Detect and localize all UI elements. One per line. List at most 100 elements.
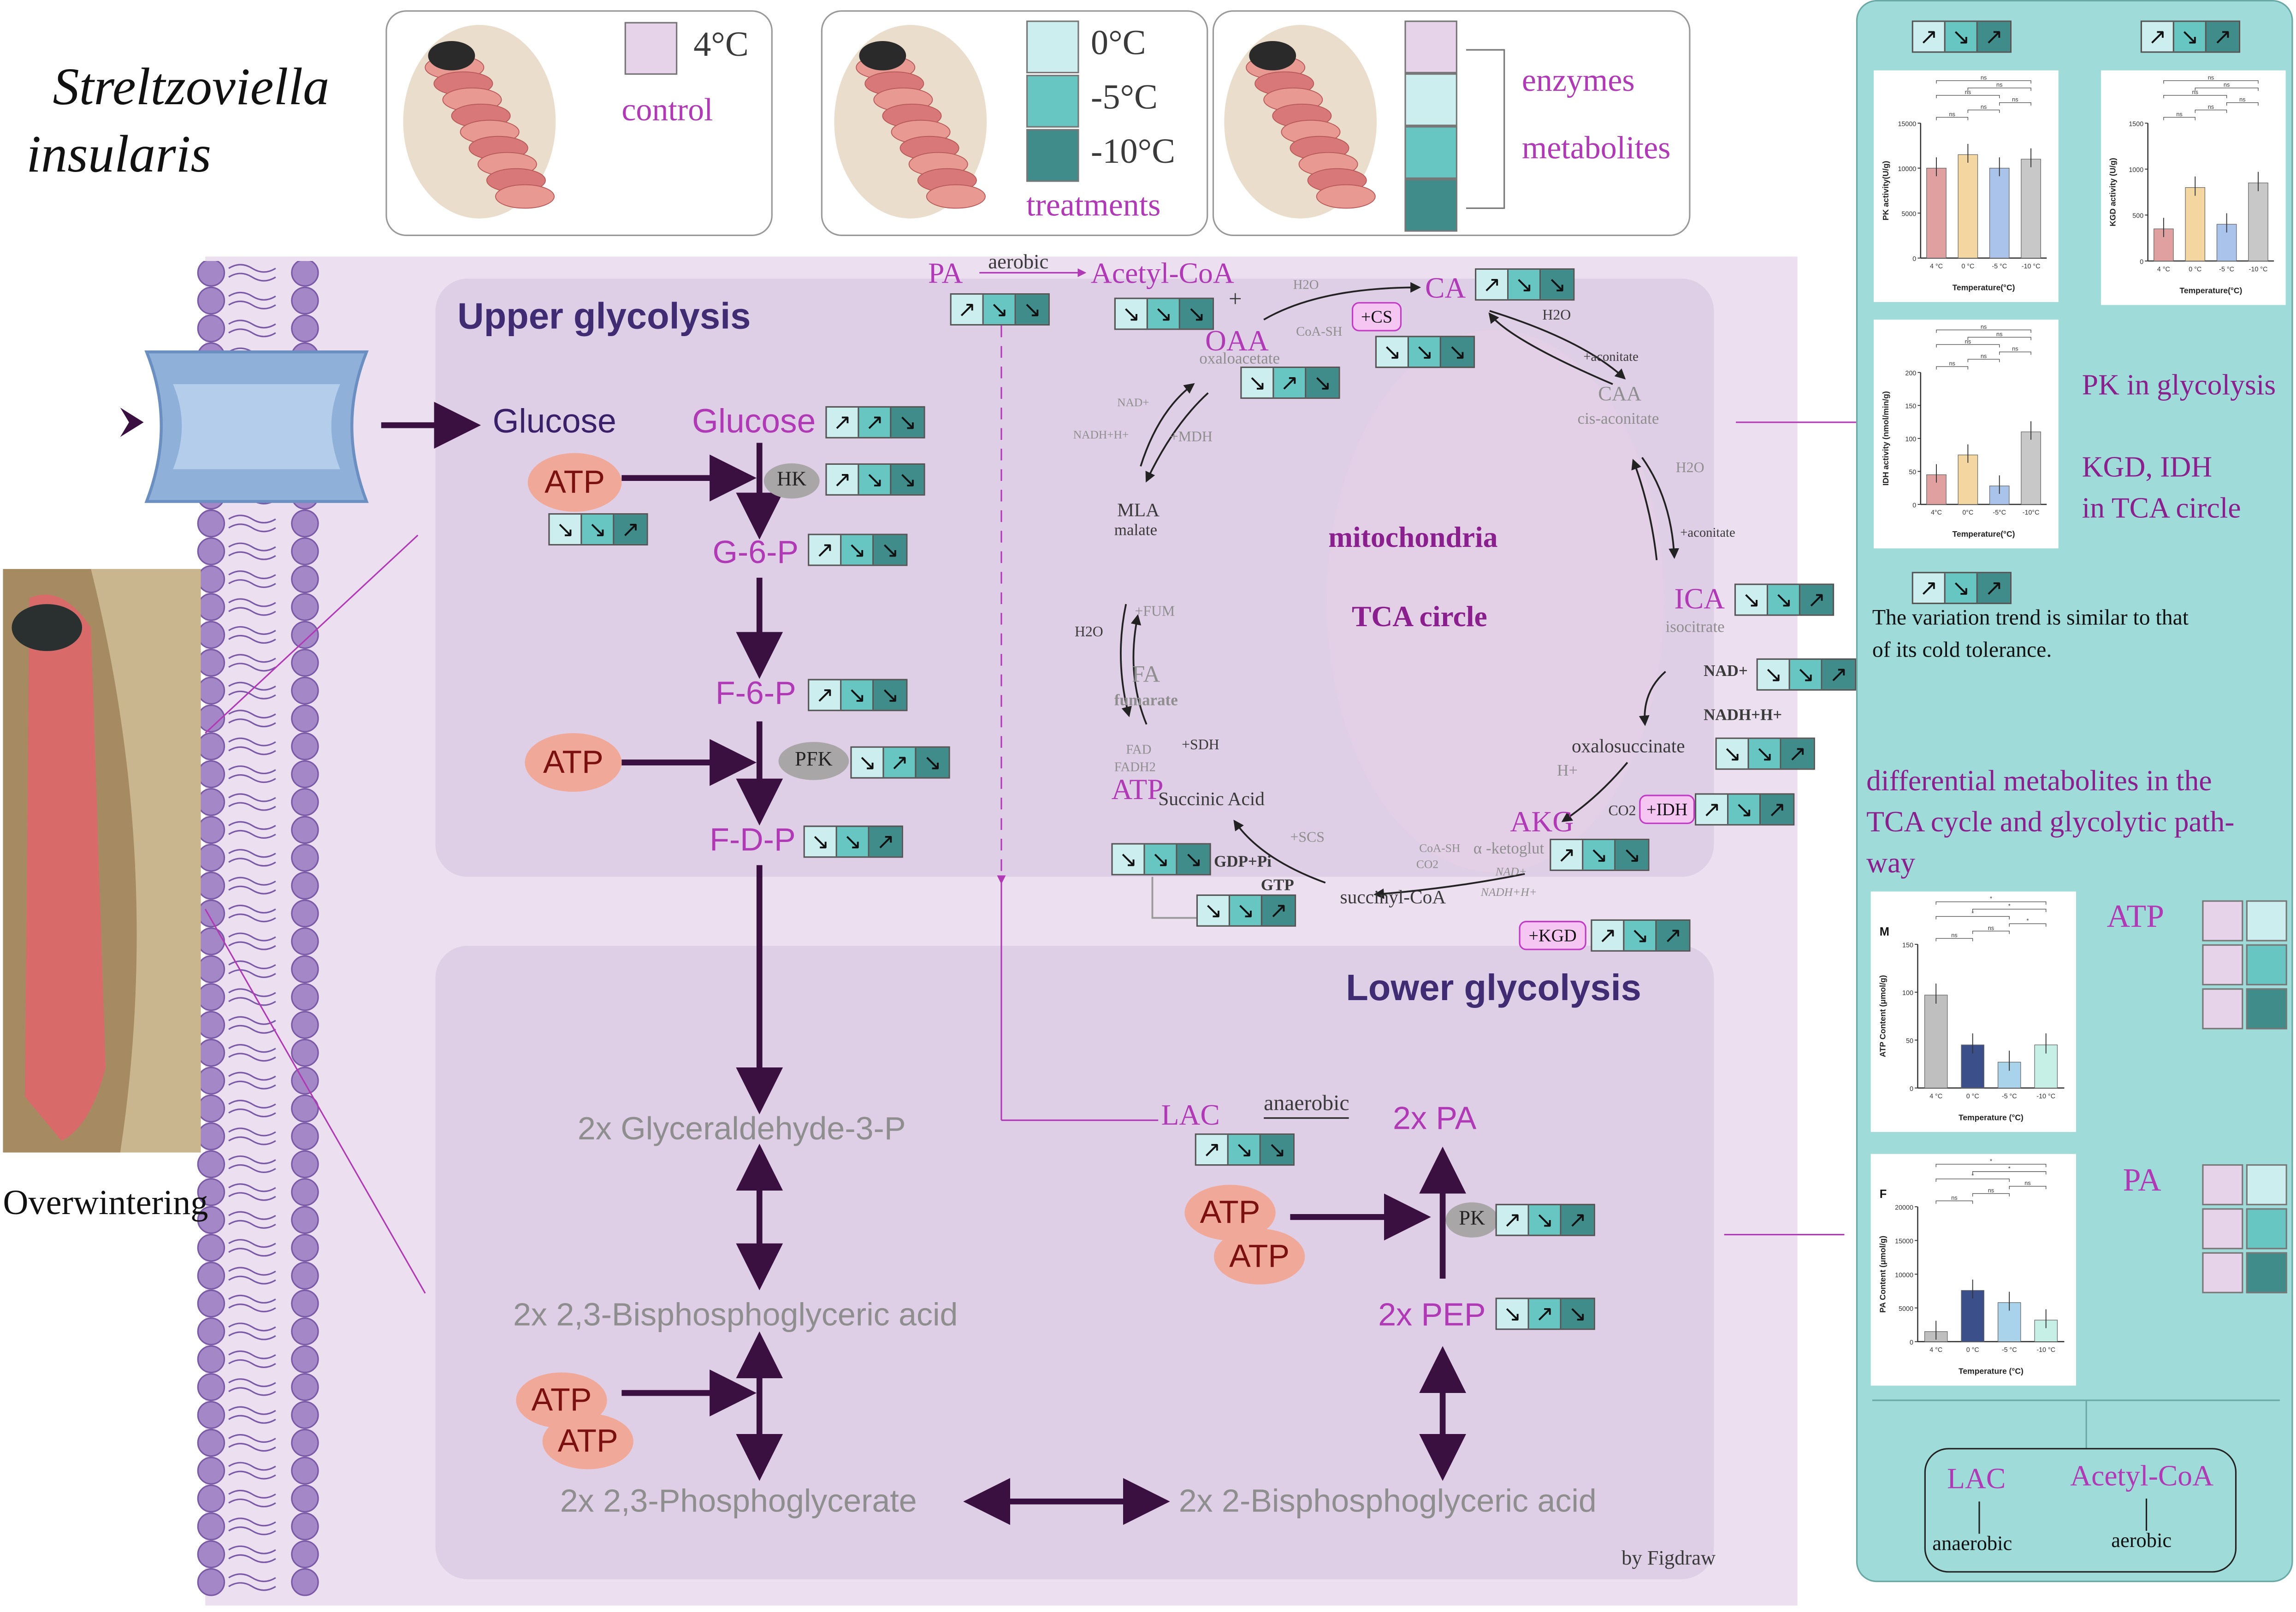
trend-note-1: The variation trend is similar to that: [1872, 607, 2189, 631]
lipid-head: [291, 1317, 319, 1345]
cell-membrane: [197, 261, 319, 1596]
significance-label: ns: [1965, 338, 1971, 345]
legend-swatch: [2246, 1164, 2287, 1205]
lipid-tail: [228, 1127, 276, 1137]
lipid-tail: [228, 932, 276, 942]
lipid-tail: [228, 634, 276, 644]
nad-mdh: NAD+: [1117, 396, 1149, 409]
sdh-label: +SDH: [1182, 737, 1219, 754]
legend-swatch: [2246, 900, 2287, 942]
y-axis-label: KGD activity (U/g): [2108, 158, 2118, 226]
lipid-tail: [228, 1582, 276, 1591]
lipid-tail: [228, 598, 276, 607]
coash-kgd: CoA-SH: [1419, 842, 1461, 855]
x-tick-label: -5°C: [1993, 509, 2006, 516]
legend-bracket: [1466, 49, 1505, 209]
x-tick-label: 4 °C: [2157, 266, 2170, 273]
trend-pk-panel: ↗↘↗: [1911, 20, 2012, 53]
lipid-tail: [228, 1331, 276, 1340]
significance-label: ns: [1949, 360, 1955, 367]
significance-bracket: [2009, 1185, 2047, 1189]
y-tick-label: 0: [1912, 255, 1916, 263]
lipid-tail: [228, 1025, 276, 1034]
lipid-tail: [228, 1387, 276, 1396]
significance-bracket: [1936, 117, 1968, 120]
y-tick-label: 1500: [2129, 120, 2143, 128]
significance-bracket: [1936, 80, 2031, 84]
swatch-0c: [1026, 20, 1079, 73]
significance-label: ns: [2239, 96, 2245, 103]
y-tick-label: 5000: [1899, 1305, 1913, 1313]
lower-glycolysis-label: Lower glycolysis: [1346, 967, 1641, 1009]
lipid-tail: [228, 570, 276, 580]
significance-label: ns: [1981, 74, 1987, 81]
lower-glycolysis-region: [435, 946, 1714, 1579]
lac-label: LAC: [1161, 1100, 1220, 1132]
lipid-head: [197, 1317, 225, 1345]
y-tick-label: 200: [1905, 370, 1916, 377]
idh-enzyme: +IDH: [1639, 794, 1695, 824]
nadh-ica: NADH+H+: [1704, 706, 1782, 724]
h2o-aconitate: H2O: [1542, 308, 1571, 324]
trend-cs: ↘↘↘: [1375, 336, 1475, 368]
y-tick-label: 500: [2132, 213, 2143, 220]
significance-bracket: [1972, 930, 2010, 934]
lipid-tail: [228, 1470, 276, 1480]
lipid-tail: [228, 830, 276, 839]
significance-bracket: [1936, 95, 2000, 99]
nad-kgd: NAD+: [1495, 865, 1527, 878]
gap-label: 2x Glyceraldehyde-3-P: [577, 1110, 906, 1147]
lipid-tail: [228, 1239, 276, 1248]
trend-ica: ↘↘↗: [1734, 583, 1834, 616]
significance-bracket: [1935, 1179, 2010, 1182]
lipid-tail: [228, 849, 276, 858]
fad-label: FAD: [1126, 742, 1152, 757]
enzymes-label: enzymes: [1521, 61, 1635, 99]
g6p-label: G-6-P: [712, 533, 799, 571]
lipid-head: [197, 1457, 225, 1485]
y-axis-label: ATP Content (μmol/g): [1878, 975, 1887, 1057]
lipid-tail: [228, 300, 276, 309]
y-axis-label: PA Content (μmol/g): [1878, 1236, 1887, 1313]
cs-enzyme: +CS: [1351, 302, 1402, 332]
trend-gdp: ↘↘↘: [1111, 843, 1211, 876]
fdp-label: F-D-P: [710, 821, 796, 858]
larva-segment: [495, 184, 555, 209]
legend-swatch: [2202, 988, 2243, 1030]
significance-bracket: [1967, 109, 2000, 113]
y-tick-label: 0: [1910, 1339, 1913, 1346]
lipid-head: [291, 1289, 319, 1318]
treatment-m10c: -10°C: [1090, 133, 1176, 172]
lipid-tail: [228, 1267, 276, 1276]
credit-label: by Figdraw: [1621, 1548, 1716, 1571]
legend-swatch: [2202, 1252, 2243, 1293]
lipid-tail: [228, 1053, 276, 1062]
bar: [2021, 431, 2041, 505]
trend-hk: ↗↘↘: [825, 463, 925, 496]
lipid-tail: [228, 1080, 276, 1090]
upper-glycolysis-label: Upper glycolysis: [457, 296, 751, 338]
significance-bracket: [2195, 88, 2259, 91]
lipid-head: [197, 1262, 225, 1290]
aconitate-2: +aconitate: [1680, 525, 1735, 540]
lipid-head: [291, 788, 319, 816]
note-kgd-idh: KGD, IDH: [2082, 451, 2213, 484]
lipid-tail: [228, 1517, 276, 1527]
note-tca-circle: in TCA circle: [2082, 492, 2241, 525]
lipid-head: [291, 1039, 319, 1067]
significance-bracket: [2226, 102, 2259, 106]
gdp-label: GDP+Pi: [1214, 853, 1272, 871]
hplus-label: H+: [1557, 762, 1578, 780]
swatch-stack-4: [1404, 178, 1457, 232]
lipid-head: [291, 676, 319, 705]
y-axis-label: IDH activity (nmol/min/g): [1881, 391, 1890, 486]
chart-title: M: [1880, 925, 1889, 938]
atp-pill-hk: ATP: [527, 453, 622, 512]
lipid-head: [197, 537, 225, 565]
lipid-tail: [228, 774, 276, 783]
y-tick-label: 0: [1912, 502, 1916, 509]
lipid-tail: [228, 1100, 276, 1109]
significance-label: ns: [2208, 74, 2214, 81]
